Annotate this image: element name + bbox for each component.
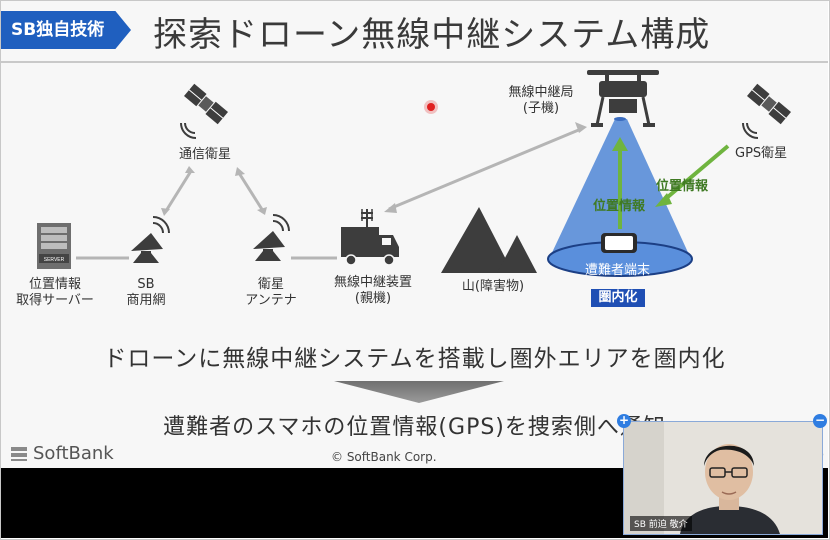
label-antenna-line1: 衛星 bbox=[257, 277, 284, 292]
label-mountain: 山(障害物) bbox=[461, 279, 525, 294]
label-victim-device: 遭難者端末 bbox=[585, 263, 651, 278]
label-relay-device: 無線中継装置 (親機) bbox=[325, 275, 421, 307]
communication-satellite-icon bbox=[184, 83, 228, 125]
participant-name-label: SB 前迫 敬介 bbox=[630, 516, 692, 531]
sat-antenna-link bbox=[237, 172, 265, 212]
title-divider bbox=[1, 61, 828, 63]
label-sb-line2: 商用網 bbox=[126, 293, 166, 308]
smartphone-icon bbox=[601, 233, 637, 253]
label-antenna-line2: アンテナ bbox=[245, 293, 297, 308]
coverage-badge: 圏内化 bbox=[591, 289, 645, 307]
slide-title: 探索ドローン無線中継システム構成 bbox=[153, 15, 711, 55]
laser-pointer-icon bbox=[427, 103, 435, 111]
sb-network-dish-icon bbox=[131, 216, 170, 263]
copyright-text: © SoftBank Corp. bbox=[331, 450, 437, 464]
label-server-line1: 位置情報 bbox=[28, 277, 81, 292]
label-drone-station: 無線中継局 (子機) bbox=[501, 85, 581, 117]
location-uplink-arrow bbox=[612, 137, 628, 229]
label-sat-antenna: 衛星 アンテナ bbox=[239, 277, 303, 309]
gps-downlink-arrow bbox=[655, 144, 730, 207]
relay-drone-link bbox=[388, 127, 582, 211]
logo-bars-icon bbox=[11, 447, 27, 461]
label-location-info-gps: 位置情報 bbox=[656, 179, 709, 194]
server-icon: SERVER bbox=[37, 223, 71, 269]
add-button[interactable]: + bbox=[617, 413, 631, 428]
label-sb-line1: SB bbox=[137, 277, 155, 292]
drone-icon bbox=[587, 70, 659, 127]
satellite-antenna-icon bbox=[253, 214, 290, 261]
label-drone-line1: 無線中継局 bbox=[508, 85, 574, 100]
softbank-logo: SoftBank bbox=[11, 443, 114, 464]
label-gps-satellite: GPS衛星 bbox=[735, 146, 788, 161]
minimize-button[interactable]: − bbox=[813, 413, 827, 428]
mountain-icon bbox=[441, 207, 537, 273]
label-relay-line2: (親機) bbox=[354, 291, 392, 306]
participant-video-tile[interactable]: SB 前迫 敬介 bbox=[623, 421, 823, 535]
logo-text: SoftBank bbox=[33, 443, 114, 464]
slide-tag: SB独自技術 bbox=[1, 11, 131, 49]
presentation-slide: SB独自技術 探索ドローン無線中継システム構成 bbox=[1, 1, 828, 469]
gps-satellite-icon bbox=[747, 83, 791, 125]
label-drone-line2: (子機) bbox=[522, 101, 560, 116]
participant-avatar bbox=[624, 422, 822, 534]
label-location-info-uplink: 位置情報 bbox=[593, 199, 646, 214]
label-sb-network: SB 商用網 bbox=[121, 277, 171, 309]
label-server: 位置情報 取得サーバー bbox=[7, 277, 103, 309]
headline-text: ドローンに無線中継システムを搭載し圏外エリアを圏内化 bbox=[103, 346, 726, 372]
subline-text: 遭難者のスマホの位置情報(GPS)を捜索側へ通知 bbox=[163, 415, 666, 440]
system-diagram: SERVER bbox=[37, 70, 791, 277]
label-comm-satellite: 通信衛星 bbox=[179, 147, 232, 162]
label-relay-line1: 無線中継装置 bbox=[333, 275, 412, 290]
server-plate-label: SERVER bbox=[44, 257, 65, 263]
sb-sat-link bbox=[164, 170, 193, 212]
relay-truck-icon bbox=[341, 209, 399, 266]
label-server-line2: 取得サーバー bbox=[16, 293, 94, 308]
